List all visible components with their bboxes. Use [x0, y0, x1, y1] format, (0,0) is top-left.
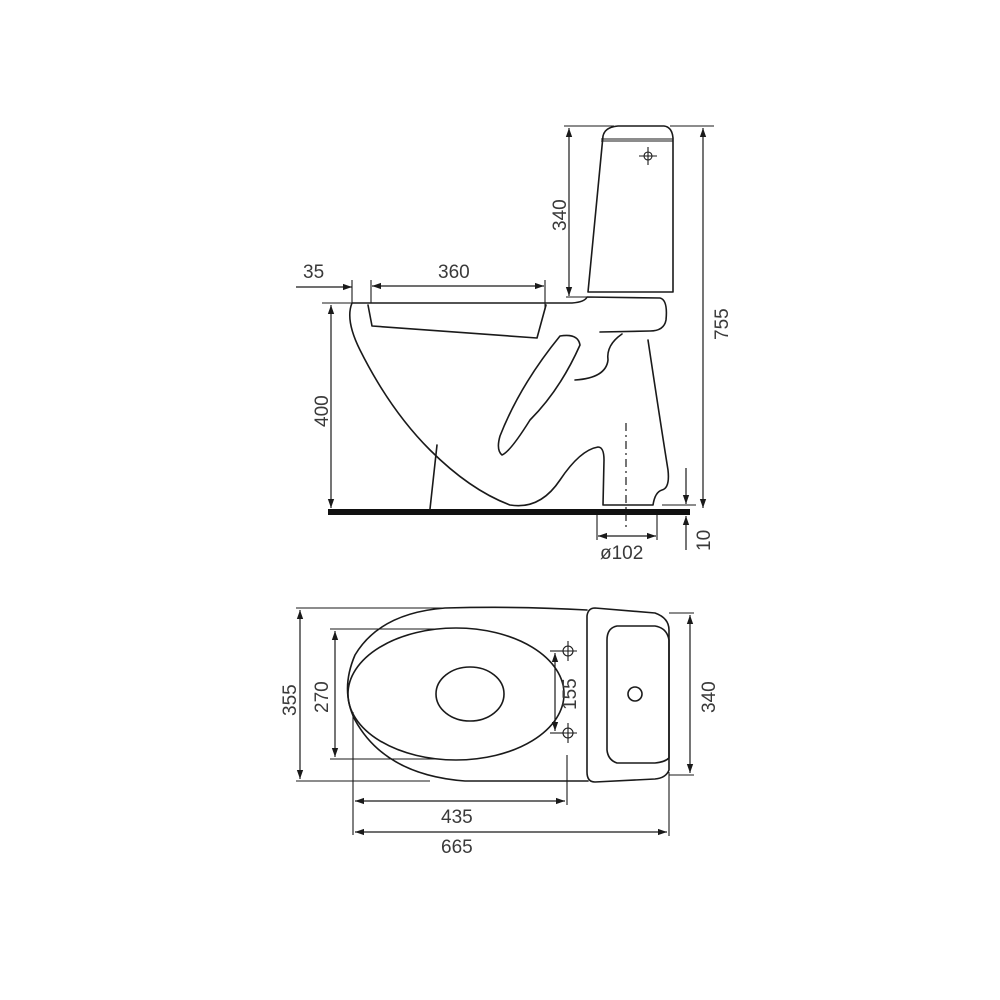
flush-valve-icon: [627, 686, 643, 702]
label-35: 35: [303, 262, 324, 283]
label-340-cistern-width: 340: [699, 681, 720, 713]
label-400: 400: [312, 395, 333, 427]
dim-cistern-height: 340: [550, 125, 614, 298]
label-outlet-diameter: ø102: [600, 543, 643, 564]
seat-outline-plan: [347, 627, 565, 761]
dim-outlet-clearance: 10: [662, 468, 715, 551]
dim-fixing-spacing: 155: [550, 650, 581, 734]
label-270: 270: [312, 681, 333, 713]
side-elevation-view: 35 360 340 400 755: [296, 125, 733, 564]
dim-overall-height: 755: [670, 125, 733, 508]
label-340-cistern: 340: [550, 199, 571, 231]
bowl-outline-plan: [346, 606, 589, 782]
label-10: 10: [694, 530, 715, 551]
cistern-side: [587, 125, 674, 293]
label-155: 155: [560, 678, 581, 710]
label-355: 355: [280, 684, 301, 716]
dim-seat-height: 400: [312, 302, 352, 508]
label-755: 755: [712, 308, 733, 340]
floor-line: [328, 509, 690, 515]
label-435: 435: [441, 807, 473, 828]
cistern-plan: [586, 607, 670, 783]
label-360: 360: [438, 262, 470, 283]
label-665: 665: [441, 837, 473, 858]
dim-seat-width: 270: [312, 628, 440, 760]
dim-seat-opening: 360: [370, 262, 546, 310]
plan-view: 355 270 155 340 435: [280, 606, 720, 858]
dim-bowl-to-fixings: 435: [352, 712, 568, 835]
dim-cistern-width: 340: [669, 612, 720, 776]
dim-outlet-diameter: ø102: [596, 515, 658, 564]
bowl-side: [349, 302, 670, 510]
dim-seat-setback: 35: [296, 262, 353, 303]
dim-overall-width: 355: [280, 607, 445, 782]
dim-overall-length: 665: [355, 772, 670, 858]
seat-side: [351, 296, 668, 339]
bowl-opening-plan: [435, 666, 505, 722]
flush-button-icon: [639, 147, 657, 165]
